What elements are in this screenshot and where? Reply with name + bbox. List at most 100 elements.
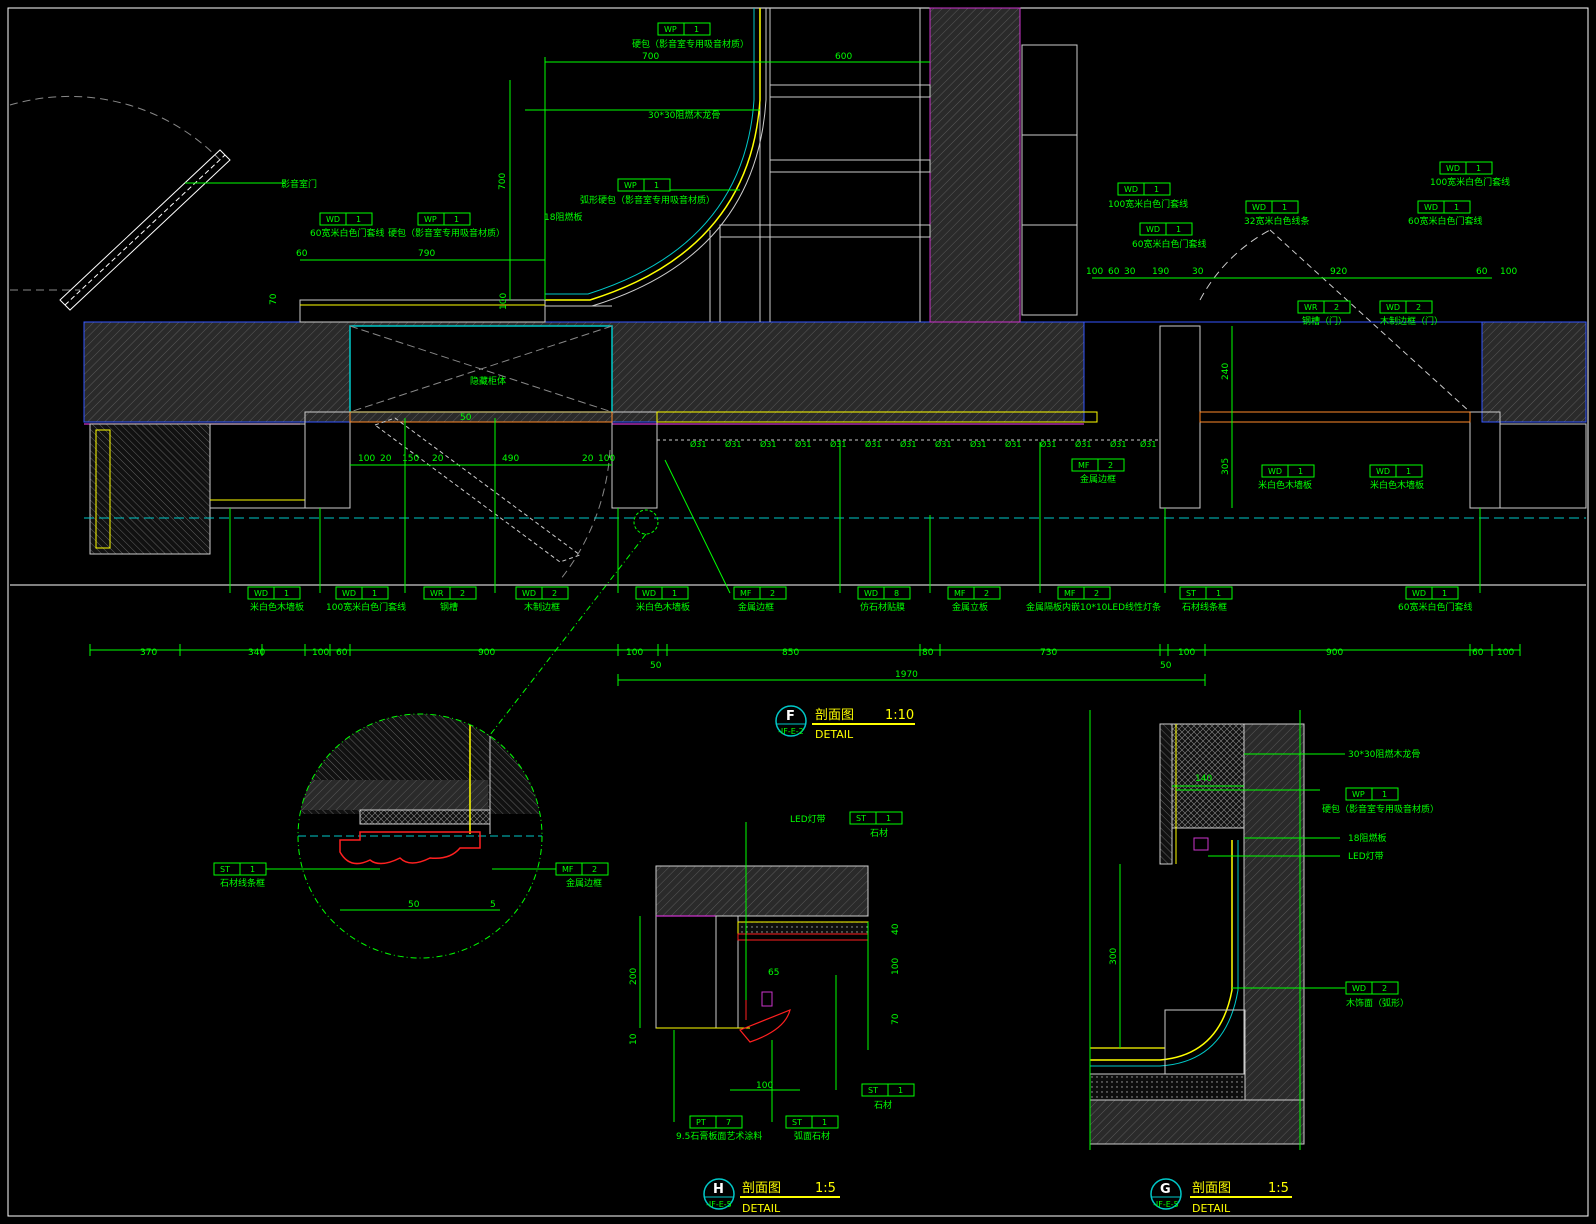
led_marks-10: Ø31: [1040, 439, 1056, 449]
dims-c50: 50: [408, 900, 420, 910]
titles-g_sub: -IF-E-5: [1153, 1200, 1179, 1209]
labels-bottom_4: 木制边框: [524, 601, 560, 613]
labels-metal_frame: 金属边框: [1080, 473, 1116, 485]
tags-wd: WD: [342, 589, 356, 598]
dims-r150: 150: [402, 454, 419, 464]
tags-wd: WD: [254, 589, 268, 598]
led-marks: Ø31 Ø31 Ø31 Ø31 Ø31 Ø31 Ø31 Ø31 Ø31 Ø31 …: [690, 439, 1156, 449]
title-h: H -IF-E-5 剖面图 1:5 DETAIL: [703, 1178, 840, 1215]
labels-sliding_door: 钢槽（门）: [1302, 315, 1347, 327]
tags-st: ST: [220, 865, 230, 874]
title-f: F -IF-E-2 剖面图 1:10 DETAIL: [775, 705, 915, 741]
dims-d100b: 100: [1500, 267, 1517, 277]
labels-bottom_6: 金属边框: [738, 601, 774, 613]
dims-r20a: 20: [380, 454, 392, 464]
tags-wp1: WP: [664, 25, 677, 34]
dims-b60: 60: [336, 648, 348, 658]
tags-mf: MF: [562, 865, 574, 874]
door-swing-arc: [9, 95, 221, 161]
dims-b850: 850: [782, 648, 799, 658]
labels-shadow_door: 影音室门: [281, 178, 317, 190]
dims-h200: 200: [629, 968, 639, 985]
tags-wd: WD: [1352, 984, 1366, 993]
led_marks-4: Ø31: [830, 439, 846, 449]
tags-n1: 1: [1476, 164, 1481, 173]
dims-d60b: 60: [1108, 267, 1120, 277]
dims-r100b: 100: [598, 454, 615, 464]
tags-pt: PT: [696, 1118, 706, 1127]
labels-door_trim_60: 60宽米白色门套线: [310, 227, 384, 239]
tags-wd: WD: [864, 589, 878, 598]
section-f: 隐藏柜体: [9, 7, 1587, 741]
dims-r100: 100: [358, 454, 375, 464]
vertical-wall: [929, 7, 1021, 323]
tags-mf: MF: [954, 589, 966, 598]
labels-bottom_1: 米白色木墙板: [250, 601, 304, 613]
labels-bottom_9: 金属隔板内嵌10*10LED线性灯条: [1026, 601, 1161, 613]
tags-n1: 1: [654, 181, 659, 190]
tags-n2: 2: [984, 589, 989, 598]
dims-d60a: 60: [296, 249, 308, 259]
dims-d700v: 700: [498, 173, 508, 190]
titles-f_name: 剖面图: [815, 708, 854, 723]
dims-b370: 370: [140, 648, 157, 658]
dims-b60b: 60: [1472, 648, 1484, 658]
dims-b730: 730: [1040, 648, 1057, 658]
tags-wr: WR: [1304, 303, 1318, 312]
tags-n2: 2: [1382, 984, 1387, 993]
labels-bottom_11: 60宽米白色门套线: [1398, 601, 1472, 613]
tags-st: ST: [868, 1086, 878, 1095]
led_marks-3: Ø31: [795, 439, 811, 449]
tags-n2: 2: [1334, 303, 1339, 312]
led_marks-5: Ø31: [865, 439, 881, 449]
tags-n1: 1: [898, 1086, 903, 1095]
dims-r20c: 20: [582, 454, 594, 464]
titles-f_detail: DETAIL: [815, 728, 854, 741]
dims-h100b: 100: [756, 1081, 773, 1091]
titles-h_sub: -IF-E-5: [706, 1200, 732, 1209]
dims-g300: 300: [1109, 948, 1119, 965]
dims-h65: 65: [768, 968, 779, 978]
sheet-border: [7, 7, 1589, 1217]
led_marks-9: Ø31: [1005, 439, 1021, 449]
labels-wall_panel_2: 米白色木墙板: [1370, 479, 1424, 491]
tags-wd: WD: [1268, 467, 1282, 476]
led_marks-0: Ø31: [690, 439, 706, 449]
tags-wd: WD: [1252, 203, 1266, 212]
dims-b50: 50: [650, 661, 662, 671]
led_marks-13: Ø31: [1140, 439, 1156, 449]
labels-board_18: 18阻燃板: [544, 211, 582, 223]
tags-n1: 1: [822, 1118, 827, 1127]
tags-wd: WD: [1146, 225, 1160, 234]
tags-n2: 2: [592, 865, 597, 874]
tags-n1: 1: [372, 589, 377, 598]
tags-n2: 2: [770, 589, 775, 598]
labels-bottom_7: 仿石材贴膜: [860, 601, 905, 613]
dims-b80: 80: [922, 648, 934, 658]
titles-f_sub: -IF-E-2: [778, 727, 804, 736]
dims-d305: 305: [1221, 458, 1231, 475]
labels-metal_frame_detail: 金属边框: [566, 877, 602, 889]
hidden-cabinet-label: 隐藏柜体: [470, 375, 506, 387]
tags-n1: 1: [672, 589, 677, 598]
labels-g_keel: 30*30阻燃木龙骨: [1348, 748, 1420, 760]
tags-n2: 2: [460, 589, 465, 598]
tags-n1: 1: [1442, 589, 1447, 598]
titles-f_letter: F: [786, 709, 795, 724]
labels-arc_stone: 弧面石材: [794, 1130, 830, 1142]
tags-wd: WD: [1376, 467, 1390, 476]
